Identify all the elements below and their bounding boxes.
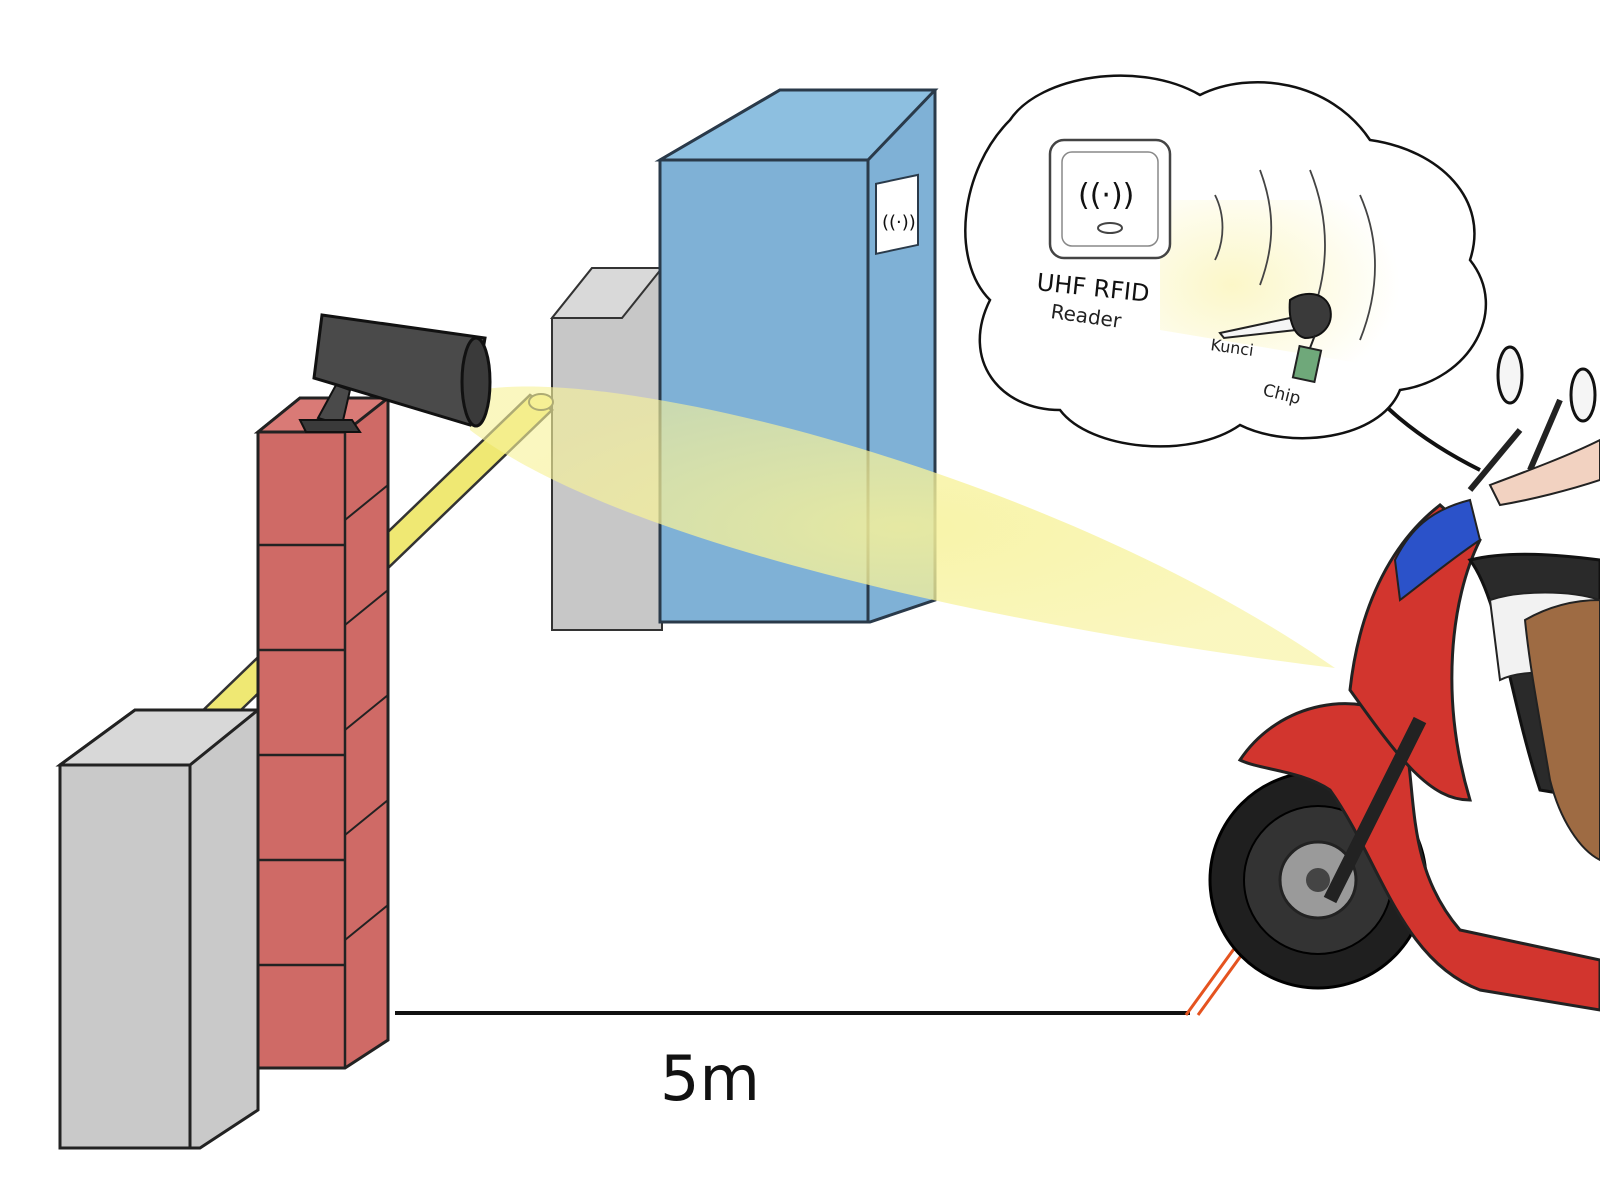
scooter bbox=[1208, 345, 1600, 1012]
brick-pillar bbox=[253, 396, 393, 1070]
rfid-waves-icon: ((·)) bbox=[882, 212, 916, 233]
reader-beam bbox=[470, 386, 1335, 668]
distance-indicator: 5m bbox=[395, 1011, 1190, 1115]
front-barrier-box bbox=[55, 708, 263, 1150]
rfid-waves-icon: ((·)) bbox=[1078, 178, 1134, 213]
cabinet-rfid-plate: ((·)) bbox=[875, 173, 919, 256]
key-icon bbox=[1218, 292, 1332, 340]
distance-label: 5m bbox=[660, 1042, 760, 1115]
camera-reader bbox=[298, 313, 492, 433]
uhf-rfid-reader: ((·)) bbox=[1048, 138, 1172, 260]
thought-bubble: ((·)) UHF RFID Reader Kunci Chip bbox=[964, 74, 1488, 448]
chip-tag-icon bbox=[1291, 334, 1323, 384]
